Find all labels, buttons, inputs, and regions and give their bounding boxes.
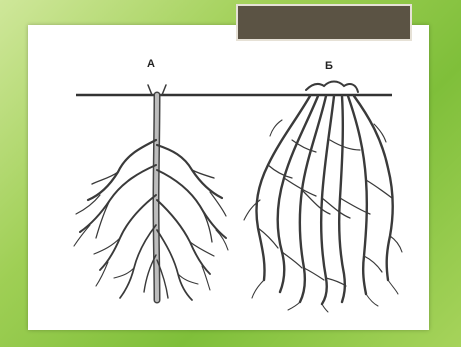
label-a: А [147, 59, 155, 70]
label-b: Б [325, 61, 333, 72]
fibrous-root-system [244, 82, 402, 313]
taproot-system [74, 85, 228, 300]
